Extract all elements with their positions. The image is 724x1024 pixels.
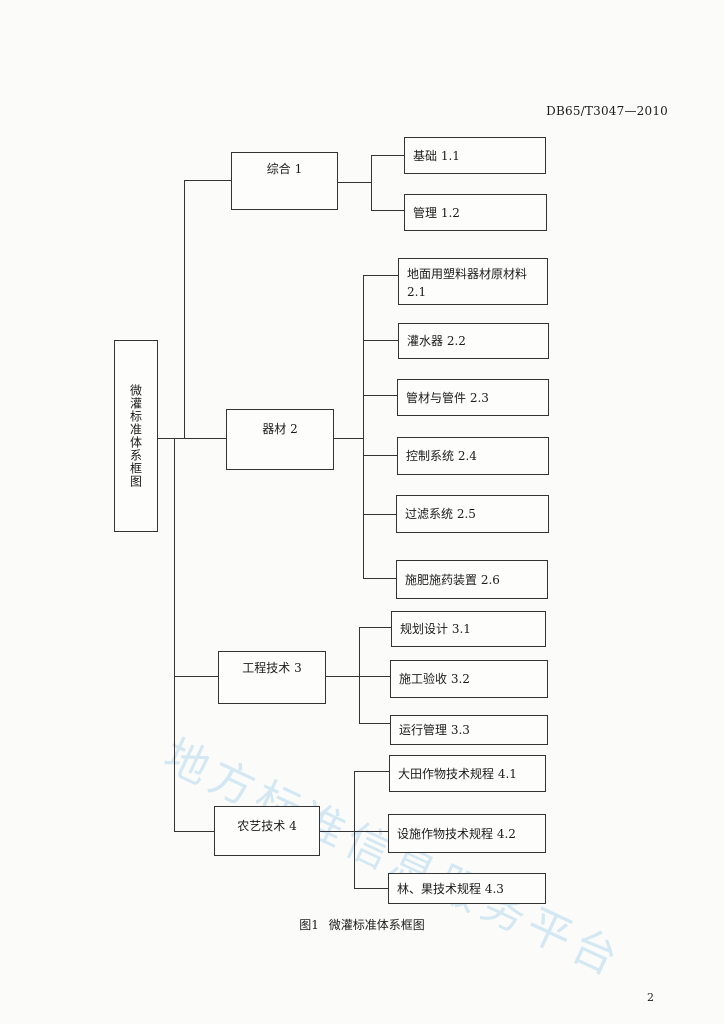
leaf-label: 设施作物技术规程 4.2	[397, 826, 516, 841]
category-label: 综合 1	[266, 162, 303, 176]
group3-leaf1	[359, 627, 392, 628]
leaf-node-4-1: 大田作物技术规程 4.1	[389, 755, 546, 792]
group2-leaf5	[363, 514, 397, 515]
root-spine-upper	[184, 180, 185, 439]
leaf-label: 运行管理 3.3	[399, 723, 470, 737]
category-label: 农艺技术 4	[237, 819, 297, 833]
group4-out	[320, 831, 355, 832]
leaf-label: 管理 1.2	[413, 205, 460, 220]
leaf-node-2-5: 过滤系统 2.5	[396, 495, 549, 533]
leaf-label: 控制系统 2.4	[406, 449, 477, 463]
branch-line-3	[174, 676, 218, 677]
group4-leaf2	[354, 831, 389, 832]
leaf-label: 施肥施药装置 2.6	[405, 572, 500, 587]
root-spine-lower	[174, 438, 175, 831]
leaf-label: 林、果技术规程 4.3	[397, 881, 504, 896]
group3-leaf2	[359, 676, 391, 677]
group2-bus	[363, 275, 364, 579]
leaf-node-1-1: 基础 1.1	[404, 137, 546, 174]
root-connector	[158, 438, 184, 439]
leaf-node-2-3: 管材与管件 2.3	[397, 379, 549, 416]
category-node-2: 器材 2	[226, 409, 334, 470]
leaf-node-2-6: 施肥施药装置 2.6	[396, 560, 548, 599]
leaf-label: 过滤系统 2.5	[405, 507, 476, 521]
category-label: 工程技术 3	[242, 661, 302, 675]
leaf-node-4-3: 林、果技术规程 4.3	[388, 873, 546, 904]
group2-leaf4	[363, 455, 398, 456]
branch-line-4	[174, 831, 214, 832]
leaf-node-1-2: 管理 1.2	[404, 194, 547, 231]
figure-caption: 图1 微灌标准体系框图	[299, 918, 425, 932]
group3-leaf3	[359, 723, 391, 724]
branch-line-2	[174, 438, 226, 439]
root-label: 微灌标准体系框图	[128, 384, 143, 488]
leaf-label: 灌水器 2.2	[407, 334, 466, 348]
page-number: 2	[647, 991, 654, 1004]
group3-bus	[359, 627, 360, 724]
leaf-node-3-2: 施工验收 3.2	[390, 660, 548, 698]
leaf-label: 基础 1.1	[413, 148, 460, 163]
group2-leaf2	[363, 340, 399, 341]
group2-out	[334, 438, 364, 439]
leaf-label: 大田作物技术规程 4.1	[398, 766, 517, 781]
leaf-label: 施工验收 3.2	[399, 672, 470, 686]
root-node: 微灌标准体系框图	[114, 340, 158, 532]
group1-leaf2	[371, 210, 405, 211]
group4-leaf1	[354, 771, 390, 772]
group4-bus	[354, 771, 355, 889]
category-node-4: 农艺技术 4	[214, 806, 320, 856]
category-node-3: 工程技术 3	[218, 651, 326, 704]
group4-leaf3	[354, 888, 389, 889]
category-node-1: 综合 1	[231, 152, 338, 210]
leaf-node-2-2: 灌水器 2.2	[398, 323, 549, 359]
leaf-label: 规划设计 3.1	[400, 622, 471, 636]
group2-leaf6	[363, 578, 397, 579]
leaf-node-3-3: 运行管理 3.3	[390, 715, 548, 745]
group1-out	[338, 182, 372, 183]
group1-bus	[371, 155, 372, 211]
leaf-node-2-4: 控制系统 2.4	[397, 437, 549, 475]
group2-leaf1	[363, 275, 399, 276]
leaf-node-3-1: 规划设计 3.1	[391, 611, 546, 647]
leaf-node-2-1: 地面用塑料器材原材料 2.1	[398, 258, 548, 305]
group1-leaf1	[371, 155, 405, 156]
category-label: 器材 2	[262, 422, 298, 436]
group2-leaf3	[363, 395, 398, 396]
leaf-label: 地面用塑料器材原材料 2.1	[407, 267, 528, 299]
standard-code: DB65/T3047—2010	[546, 104, 668, 118]
group3-out	[326, 676, 360, 677]
leaf-label: 管材与管件 2.3	[406, 390, 489, 405]
branch-line-1	[184, 180, 231, 181]
leaf-node-4-2: 设施作物技术规程 4.2	[388, 814, 546, 853]
